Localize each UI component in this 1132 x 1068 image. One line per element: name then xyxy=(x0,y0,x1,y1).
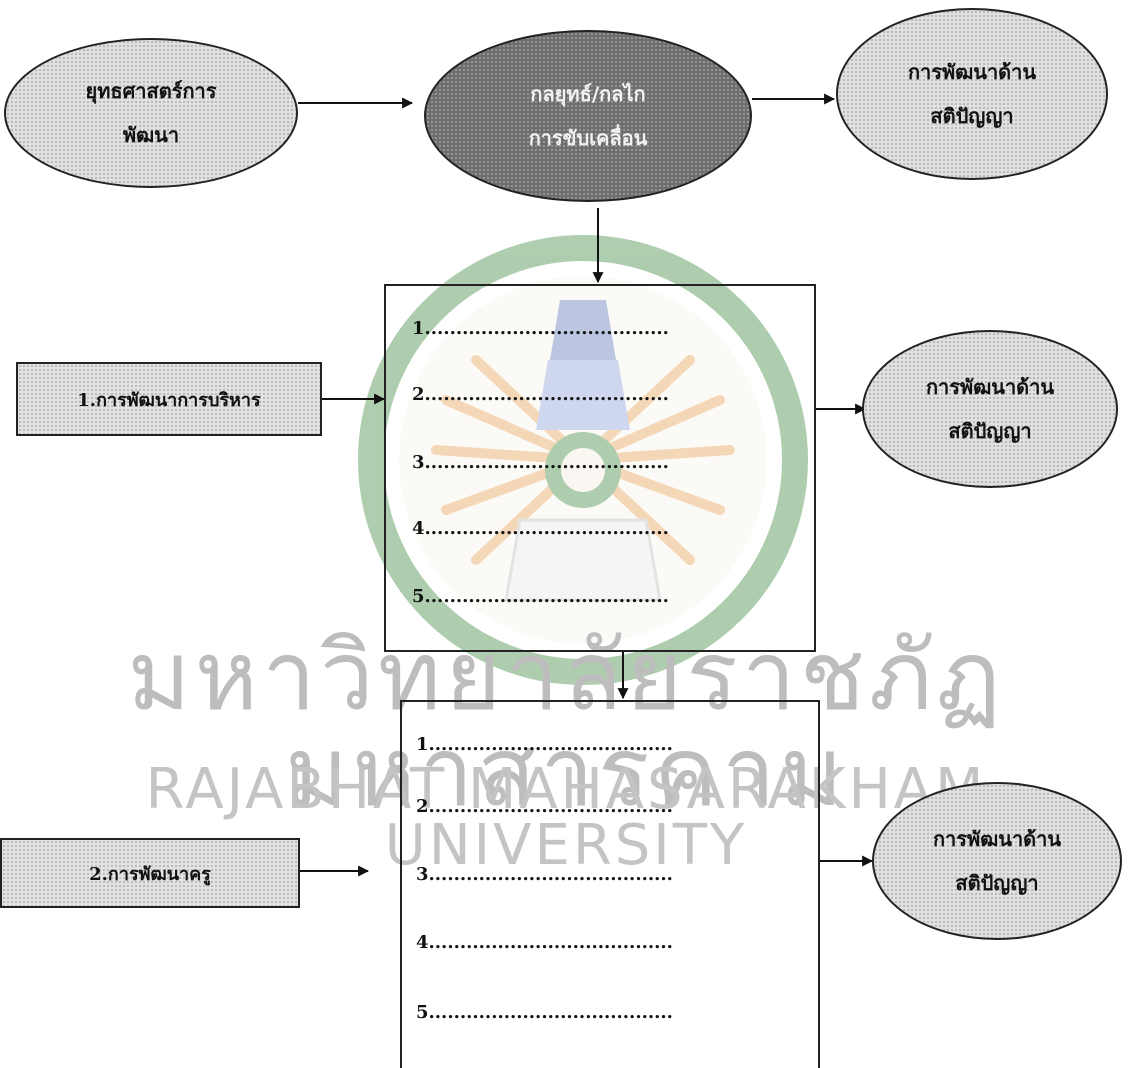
management-label-box: 1.การพัฒนาการบริหาร xyxy=(16,362,322,436)
teacher-item-5: 5....................................... xyxy=(416,1002,673,1023)
teacher-list-box xyxy=(400,700,820,1068)
outcome-ellipse-2: การพัฒนาด้าน สติปัญญา xyxy=(872,782,1122,940)
strategy-ellipse: ยุทธศาสตร์การ พัฒนา xyxy=(4,38,298,188)
teacher-label-text: 2.การพัฒนาครู xyxy=(89,863,211,885)
outcome-top-line-2: สติปัญญา xyxy=(930,104,1014,128)
management-item-1: 1....................................... xyxy=(412,318,669,339)
watermark-english-text: RAJABHAT MAHASARAKHAM UNIVERSITY xyxy=(145,757,987,878)
teacher-item-3: 3....................................... xyxy=(416,864,673,885)
mechanism-line-1: กลยุทธ์/กลไก xyxy=(530,82,646,106)
outcome-top-line-1: การพัฒนาด้าน xyxy=(907,60,1037,84)
outcome-2-line-1: การพัฒนาด้าน xyxy=(932,827,1062,851)
mechanism-line-2: การขับเคลื่อน xyxy=(528,126,648,150)
management-item-3: 3....................................... xyxy=(412,452,669,473)
outcome-ellipse-top: การพัฒนาด้าน สติปัญญา xyxy=(836,8,1108,180)
management-item-2: 2....................................... xyxy=(412,384,669,405)
teacher-label-box: 2.การพัฒนาครู xyxy=(0,838,300,908)
teacher-item-1: 1....................................... xyxy=(416,734,673,755)
management-item-5: 5....................................... xyxy=(412,586,669,607)
outcome-2-line-2: สติปัญญา xyxy=(955,871,1039,895)
strategy-line-2: พัฒนา xyxy=(122,123,180,147)
strategy-line-1: ยุทธศาสตร์การ xyxy=(85,79,217,103)
watermark-thai-text: มหาวิทยาลัยราชภัฏมหาสารคาม xyxy=(127,620,1005,828)
management-item-4: 4....................................... xyxy=(412,518,669,539)
teacher-item-4: 4....................................... xyxy=(416,932,673,953)
teacher-item-2: 2....................................... xyxy=(416,796,673,817)
mechanism-ellipse: กลยุทธ์/กลไก การขับเคลื่อน xyxy=(424,30,752,202)
outcome-1-line-1: การพัฒนาด้าน xyxy=(925,375,1055,399)
management-label-text: 1.การพัฒนาการบริหาร xyxy=(77,389,261,411)
outcome-ellipse-1: การพัฒนาด้าน สติปัญญา xyxy=(862,330,1118,488)
outcome-1-line-2: สติปัญญา xyxy=(948,419,1032,443)
management-list-box xyxy=(384,284,816,652)
